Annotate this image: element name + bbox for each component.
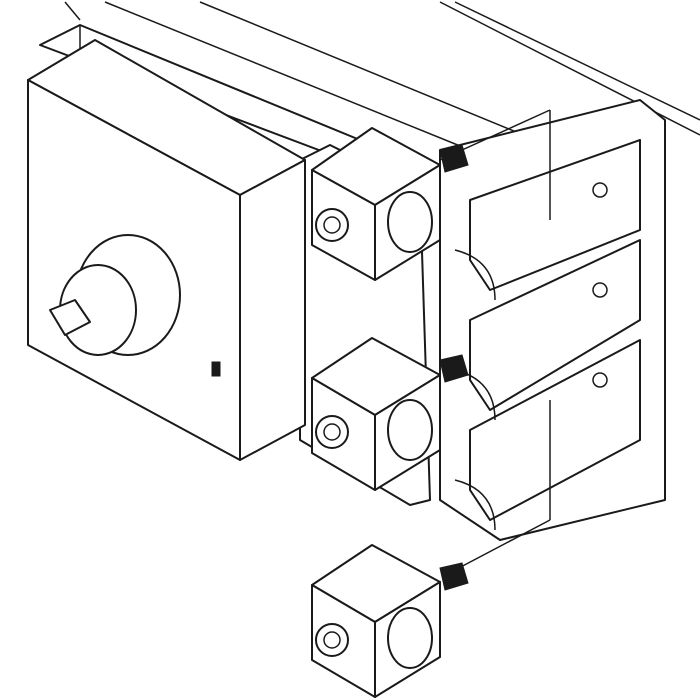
rotary-knob[interactable]	[49, 234, 181, 356]
terminal-block-detached	[311, 544, 469, 698]
terminal-block-upper	[311, 127, 469, 281]
rail-profile	[439, 99, 666, 571]
hex-screw-icon	[315, 623, 349, 657]
hex-screw-icon	[315, 415, 349, 449]
switch-housing	[27, 39, 306, 461]
hex-screw-icon	[315, 208, 349, 242]
terminal-block-middle	[311, 337, 469, 491]
symbol-marker	[211, 361, 221, 377]
